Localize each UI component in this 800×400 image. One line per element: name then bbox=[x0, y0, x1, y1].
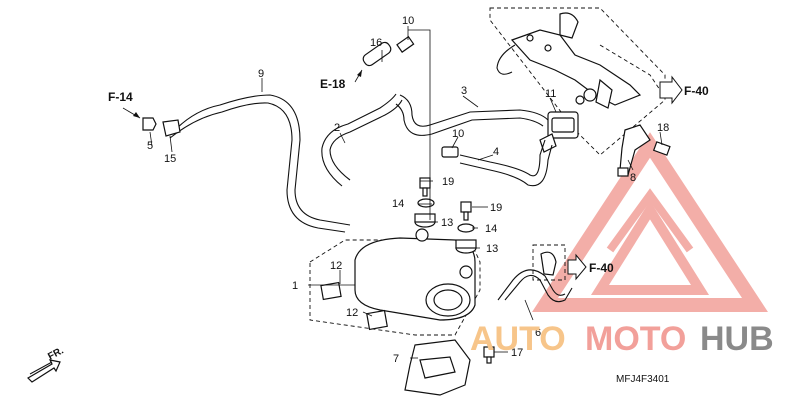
callout-10-top: 10 bbox=[402, 15, 414, 27]
arrow-e18 bbox=[354, 69, 363, 83]
hose-part-4 bbox=[459, 139, 546, 177]
hose-part-2 bbox=[329, 99, 403, 181]
mount-part-13-left bbox=[414, 213, 436, 228]
callout-10-mid: 10 bbox=[452, 128, 464, 140]
callout-19-right: 19 bbox=[490, 202, 502, 214]
washer-part-14-left bbox=[417, 198, 435, 208]
watermark-text: AUTO MOTO HUB bbox=[470, 320, 774, 358]
arrow-f40-top-icon bbox=[659, 75, 683, 105]
bolt-part-5 bbox=[142, 117, 157, 131]
upper-bracket bbox=[496, 12, 642, 109]
callout-18: 18 bbox=[657, 122, 669, 134]
callout-13-right: 13 bbox=[486, 243, 498, 255]
callout-14-right: 14 bbox=[485, 223, 497, 235]
callout-15: 15 bbox=[164, 153, 176, 165]
callout-9: 9 bbox=[258, 68, 264, 80]
hose-part-6 bbox=[504, 274, 573, 303]
leader-lines bbox=[149, 26, 663, 359]
solenoid-valve-part-11 bbox=[539, 111, 579, 153]
upper-bracket-outline bbox=[489, 7, 666, 156]
leader-f40-top bbox=[599, 44, 661, 91]
arrow-f14 bbox=[122, 107, 141, 119]
callout-5: 5 bbox=[147, 140, 153, 152]
clamp-part-8 bbox=[617, 124, 651, 177]
clip-part-15 bbox=[162, 119, 181, 137]
callout-12-top: 12 bbox=[330, 260, 342, 272]
callout-12-bottom: 12 bbox=[346, 307, 358, 319]
callout-6: 6 bbox=[535, 327, 541, 339]
canister-part-1 bbox=[354, 228, 476, 321]
diagram-code: MFJ4F3401 bbox=[616, 374, 670, 385]
front-label: FR. bbox=[46, 345, 66, 362]
callout-13-left: 13 bbox=[441, 217, 453, 229]
bolt-part-18 bbox=[652, 141, 671, 156]
callout-4: 4 bbox=[493, 146, 499, 158]
canister-group-outline bbox=[309, 239, 481, 336]
callout-11: 11 bbox=[545, 88, 556, 100]
callout-7: 7 bbox=[393, 353, 399, 365]
front-arrow-icon bbox=[27, 359, 61, 383]
watermark-part-3: HUB bbox=[700, 320, 774, 358]
callout-3: 3 bbox=[461, 85, 467, 97]
clip-outline bbox=[532, 244, 566, 281]
hose-part-9-edge bbox=[169, 102, 346, 233]
callout-2: 2 bbox=[334, 122, 340, 134]
ref-f40-mid: F-40 bbox=[589, 261, 614, 275]
ref-e18: E-18 bbox=[320, 77, 346, 91]
joint-part-10-top bbox=[396, 35, 415, 53]
watermark-part-1: AUTO bbox=[470, 320, 566, 358]
bolt-part-19-right bbox=[460, 201, 472, 221]
callout-14-left: 14 bbox=[392, 198, 404, 210]
arrow-f40-mid-icon bbox=[567, 253, 587, 281]
callout-17: 17 bbox=[511, 347, 523, 359]
joint-part-10-mid bbox=[441, 146, 459, 158]
clip-part bbox=[540, 251, 557, 276]
bracket-part-7 bbox=[404, 339, 471, 396]
watermark-part-2: MOTO bbox=[585, 320, 686, 358]
hose-part-9 bbox=[174, 94, 351, 226]
callout-1: 1 bbox=[292, 280, 298, 292]
ref-f14: F-14 bbox=[108, 90, 133, 104]
mount-part-13-right bbox=[455, 239, 477, 254]
callout-8: 8 bbox=[630, 172, 636, 184]
washer-part-14-right bbox=[457, 223, 475, 233]
callout-19-left: 19 bbox=[442, 176, 454, 188]
watermark-logo bbox=[532, 132, 768, 312]
hose-part-16 bbox=[362, 41, 392, 67]
pad-part-12-top bbox=[320, 281, 342, 301]
ref-f40-top: F-40 bbox=[684, 84, 709, 98]
callout-16: 16 bbox=[370, 37, 382, 49]
hose-part-3 bbox=[399, 94, 549, 127]
pad-part-12-bottom bbox=[366, 309, 388, 331]
